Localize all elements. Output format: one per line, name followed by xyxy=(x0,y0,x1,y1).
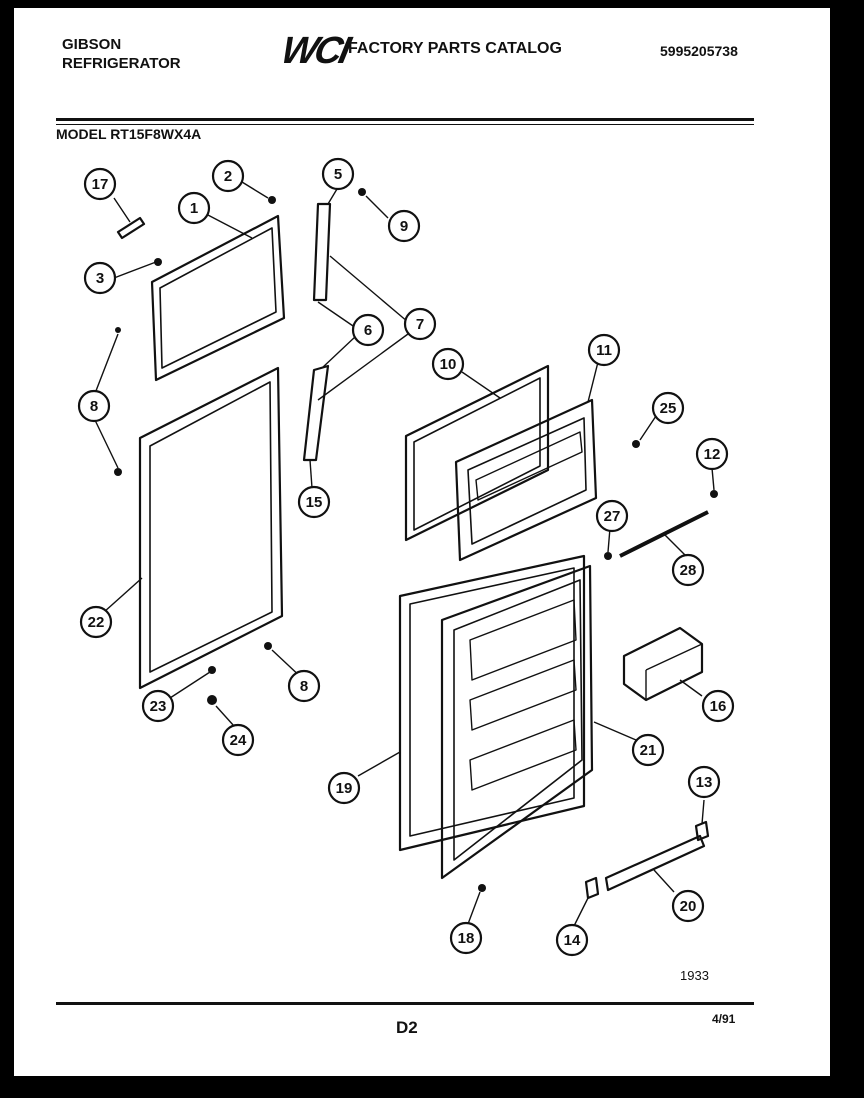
svg-text:22: 22 xyxy=(88,614,105,631)
svg-text:7: 7 xyxy=(416,316,424,333)
callout-20: 20 xyxy=(671,889,705,923)
footer-rule xyxy=(56,1002,754,1005)
part-24-bushing xyxy=(207,695,217,705)
svg-text:16: 16 xyxy=(710,698,727,715)
brand-name: GIBSON xyxy=(62,36,122,53)
part-25-screw xyxy=(632,440,640,448)
part-8-plug xyxy=(264,642,272,650)
svg-text:8: 8 xyxy=(300,678,308,695)
product-type: REFRIGERATOR xyxy=(62,55,181,72)
callout-10: 10 xyxy=(431,347,465,381)
callout-3: 3 xyxy=(83,261,117,295)
part-19-fresh-food-door-gasket xyxy=(398,554,586,852)
callout-17: 17 xyxy=(83,167,117,201)
part-7-upper-hinge xyxy=(312,202,332,302)
part-16-shelf xyxy=(622,626,704,702)
callout-24: 24 xyxy=(221,723,255,757)
callout-27: 27 xyxy=(595,499,629,533)
svg-text:27: 27 xyxy=(604,508,621,525)
callout-16: 16 xyxy=(701,689,735,723)
svg-text:19: 19 xyxy=(336,780,353,797)
svg-text:6: 6 xyxy=(364,322,372,339)
callout-6: 6 xyxy=(351,313,385,347)
svg-text:3: 3 xyxy=(96,270,104,287)
part-20-trim xyxy=(604,834,706,892)
callout-11: 11 xyxy=(587,333,621,367)
svg-text:13: 13 xyxy=(696,774,713,791)
svg-text:1: 1 xyxy=(190,200,198,217)
callout-9: 9 xyxy=(387,209,421,243)
svg-text:11: 11 xyxy=(596,342,612,359)
svg-text:21: 21 xyxy=(640,742,657,759)
page-code: D2 xyxy=(396,1018,418,1037)
svg-text:9: 9 xyxy=(400,218,408,235)
callout-8-right: 8 xyxy=(287,669,321,703)
part-12-plug xyxy=(710,490,718,498)
part-13-end-cap xyxy=(694,820,710,842)
callout-19: 19 xyxy=(327,771,361,805)
callout-13: 13 xyxy=(687,765,721,799)
part-8-screw-lower xyxy=(114,468,122,476)
svg-text:20: 20 xyxy=(680,898,697,915)
header-rule-thin xyxy=(56,124,754,125)
svg-text:10: 10 xyxy=(440,356,457,373)
callout-1: 1 xyxy=(177,191,211,225)
svg-text:12: 12 xyxy=(704,446,721,463)
catalog-part-number: 5995205738 xyxy=(660,43,738,59)
svg-text:17: 17 xyxy=(92,176,109,193)
part-17-trim xyxy=(116,216,146,240)
model-label: MODEL RT15F8WX4A xyxy=(56,126,202,142)
part-14-end-cap xyxy=(584,876,600,900)
part-22-fresh-food-gasket xyxy=(138,366,284,690)
svg-text:24: 24 xyxy=(230,732,247,749)
svg-text:8: 8 xyxy=(90,398,98,415)
callout-23: 23 xyxy=(141,689,175,723)
callout-21: 21 xyxy=(631,733,665,767)
part-9-screw xyxy=(358,188,366,196)
diagram-number: 1933 xyxy=(680,968,709,983)
svg-text:14: 14 xyxy=(564,932,581,949)
callout-18: 18 xyxy=(449,921,483,955)
callout-14: 14 xyxy=(555,923,589,957)
part-2-screw xyxy=(268,196,276,204)
part-27-plug xyxy=(604,552,612,560)
callout-28: 28 xyxy=(671,553,705,587)
part-10-freezer-door-gasket xyxy=(404,364,550,542)
date-code: 4/91 xyxy=(712,1012,736,1026)
part-7-lower-hinge xyxy=(302,364,330,462)
header-rule-thick xyxy=(56,118,754,121)
part-1-freezer-gasket xyxy=(150,214,286,382)
part-8-screw-upper xyxy=(115,327,121,333)
svg-text:2: 2 xyxy=(224,168,232,185)
callout-15: 15 xyxy=(297,485,331,519)
callout-12: 12 xyxy=(695,437,729,471)
svg-text:28: 28 xyxy=(680,562,697,579)
part-21-fresh-food-door-liner xyxy=(440,564,594,880)
svg-text:25: 25 xyxy=(660,400,677,417)
callout-8-left: 8 xyxy=(77,389,111,423)
part-18-screw xyxy=(478,884,486,892)
callout-25: 25 xyxy=(651,391,685,425)
callout-22: 22 xyxy=(79,605,113,639)
callout-2: 2 xyxy=(211,159,245,193)
svg-text:5: 5 xyxy=(334,166,342,183)
svg-text:18: 18 xyxy=(458,930,475,947)
part-11-freezer-door-liner xyxy=(454,398,598,562)
catalog-title: FACTORY PARTS CATALOG xyxy=(348,40,562,57)
svg-text:23: 23 xyxy=(150,698,167,715)
callout-5: 5 xyxy=(321,157,355,191)
svg-text:15: 15 xyxy=(306,494,323,511)
part-3-screw xyxy=(154,258,162,266)
callout-7: 7 xyxy=(403,307,437,341)
